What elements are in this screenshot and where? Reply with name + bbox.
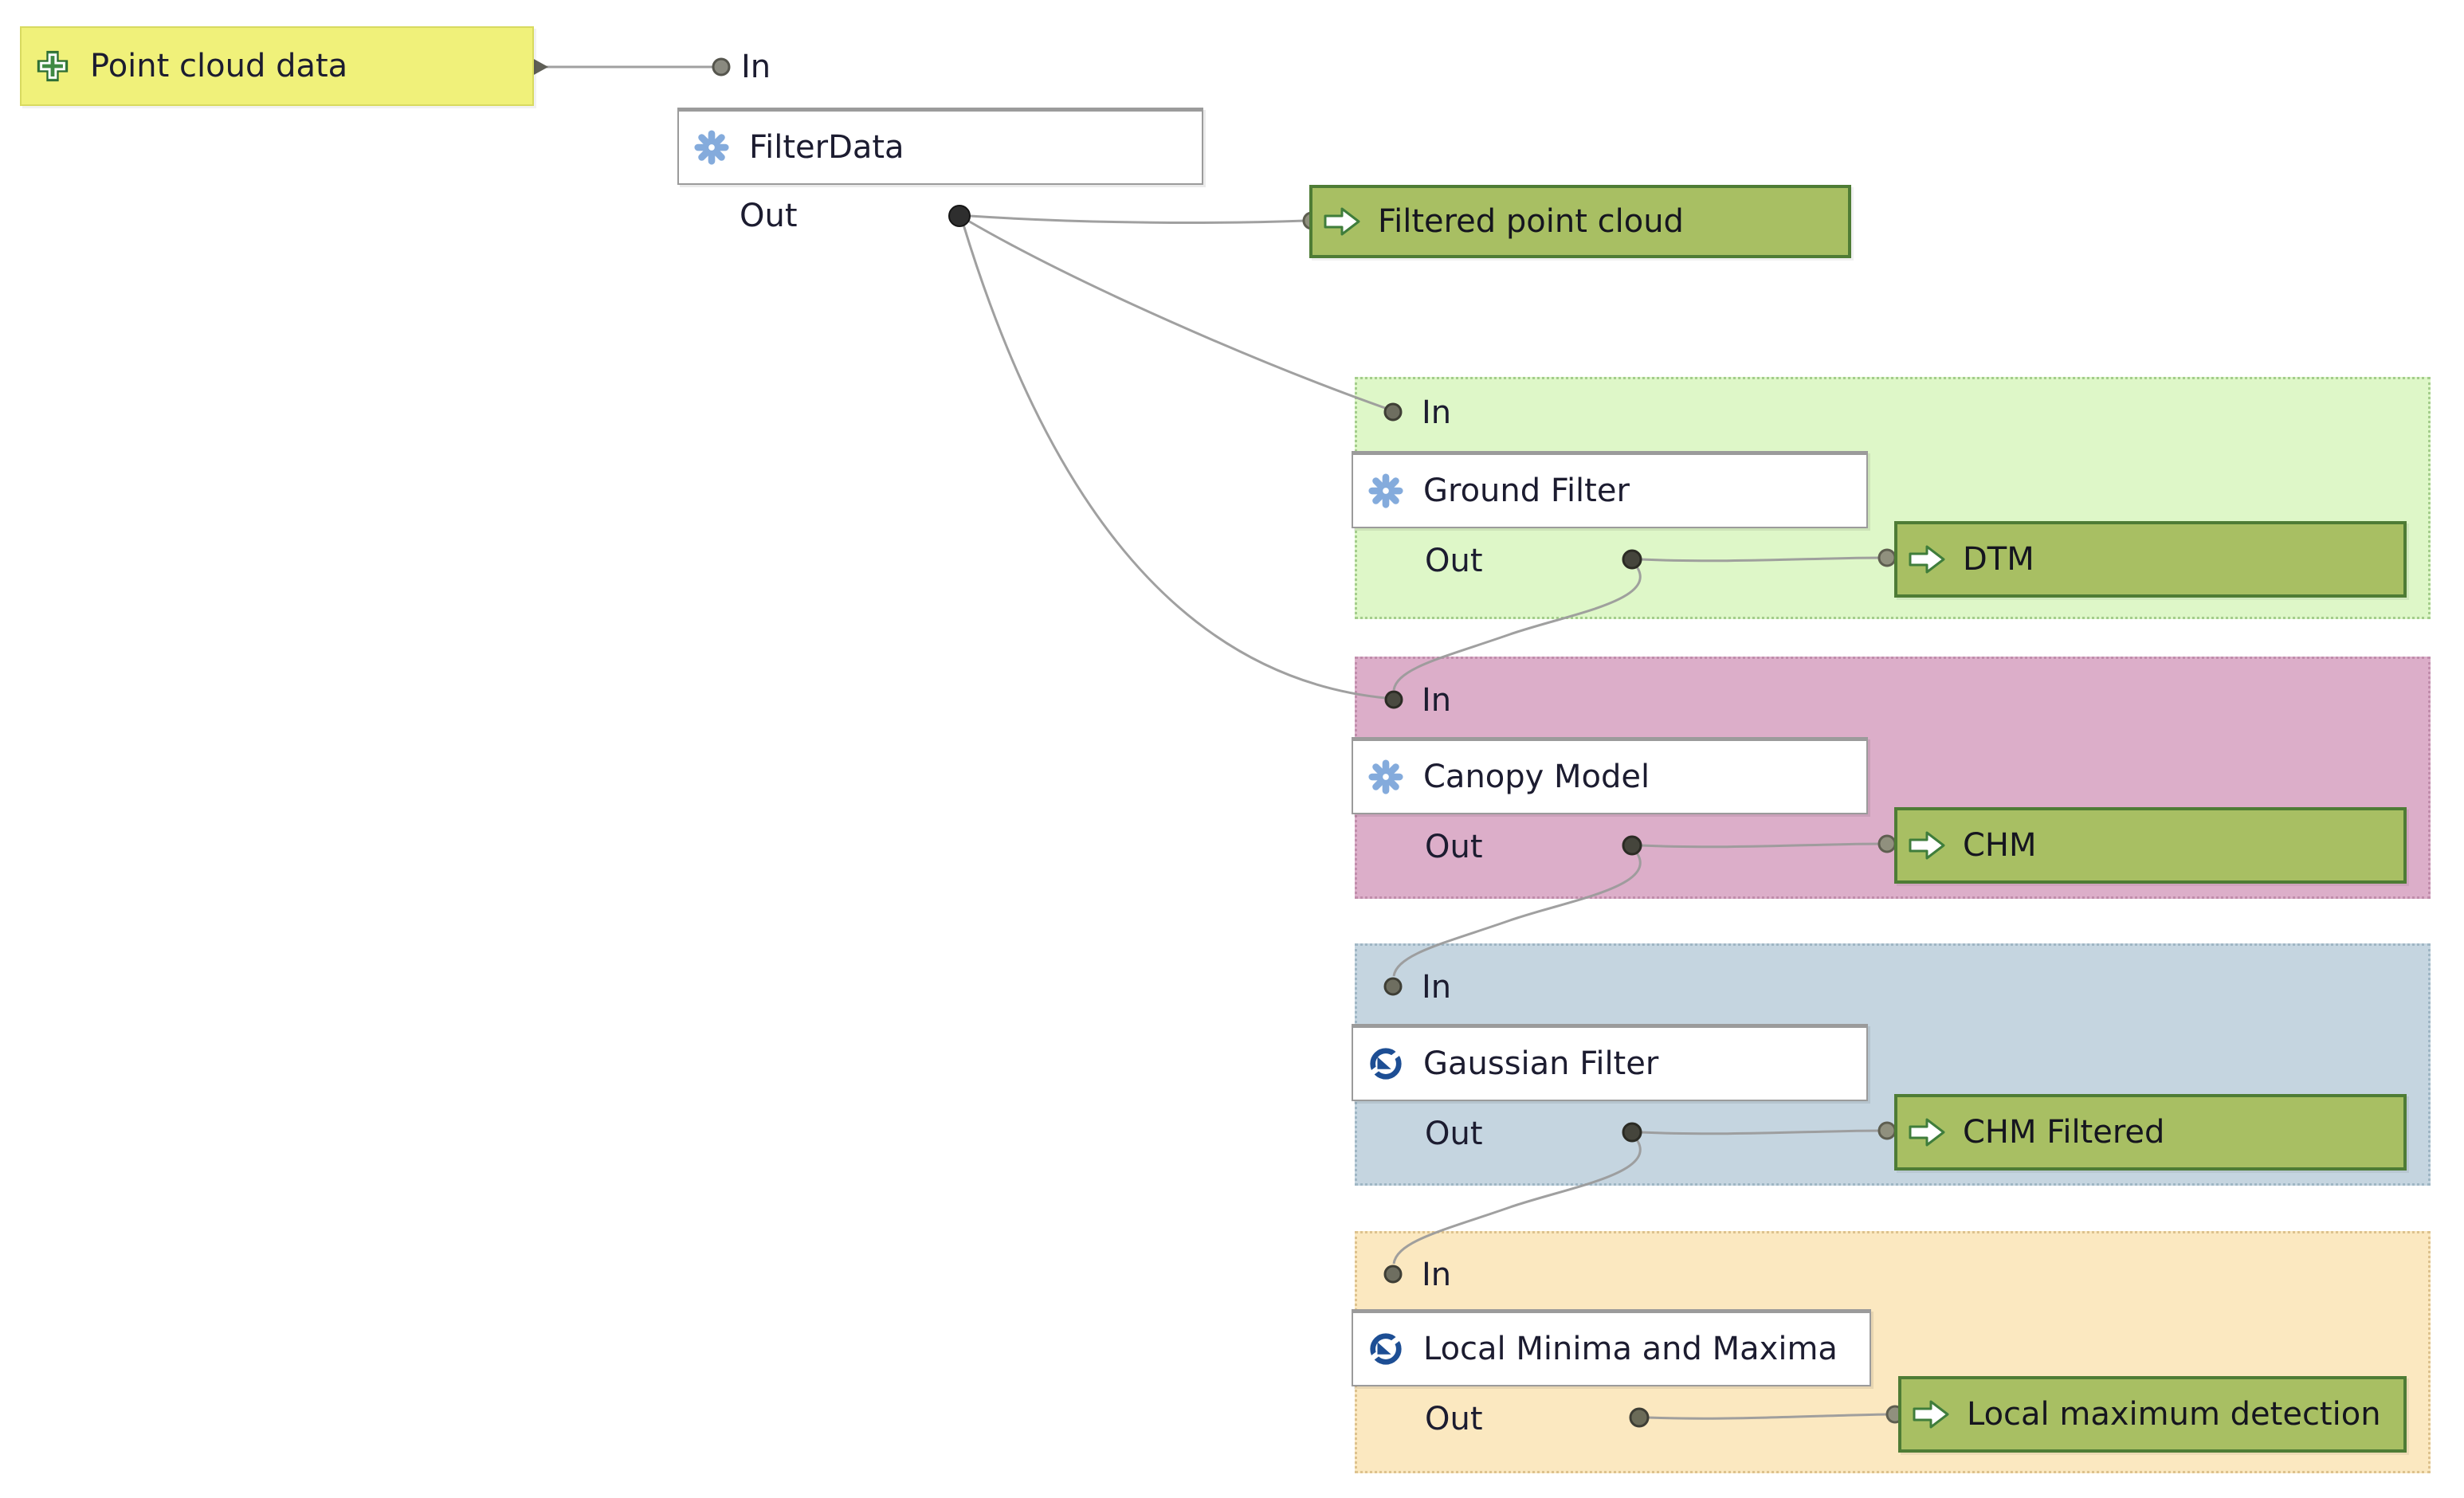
output-arrow-icon: [1913, 1400, 1949, 1429]
canopymodel-title: Canopy Model: [1423, 759, 1650, 795]
localminima-out-label: Out: [1425, 1401, 1483, 1437]
gaussianfilter-in-label: In: [1422, 969, 1452, 1006]
source-label: Point cloud data: [90, 48, 348, 84]
groundfilter-title: Ground Filter: [1423, 473, 1630, 509]
gaussianfilter-title: Gaussian Filter: [1423, 1045, 1659, 1082]
saga-module-icon: [1370, 1048, 1402, 1080]
filtered-point-cloud-output[interactable]: Filtered point cloud: [1309, 185, 1851, 258]
filterdata-in-port[interactable]: [712, 57, 731, 76]
chmfiltered-output[interactable]: CHM Filtered: [1894, 1094, 2407, 1171]
add-data-icon: [37, 50, 69, 82]
groundfilter-in-label: In: [1422, 394, 1452, 431]
output-arrow-icon: [1909, 831, 1945, 860]
chm-output[interactable]: CHM: [1894, 807, 2407, 884]
point-cloud-data-node[interactable]: Point cloud data: [20, 26, 534, 106]
filterdata-title: FilterData: [749, 129, 904, 166]
output-arrow-icon: [1909, 1118, 1945, 1147]
gaussianfilter-node[interactable]: Gaussian Filter: [1352, 1024, 1868, 1101]
dtm-output-label: DTM: [1963, 541, 2034, 578]
localmax-output[interactable]: Local maximum detection: [1898, 1376, 2407, 1453]
gaussianfilter-out-label: Out: [1425, 1116, 1483, 1152]
wire-start-arrowhead: [532, 58, 548, 76]
algorithm-gear-icon: [1368, 759, 1403, 794]
groundfilter-node[interactable]: Ground Filter: [1352, 451, 1868, 528]
output-arrow-icon: [1324, 207, 1360, 236]
chmfiltered-output-label: CHM Filtered: [1963, 1114, 2165, 1151]
filtered-output-label: Filtered point cloud: [1378, 203, 1684, 240]
wire-filterdata-to-canopymodel-in[interactable]: [962, 224, 1387, 700]
filterdata-out-label: Out: [740, 198, 798, 234]
filterdata-node[interactable]: FilterData: [677, 108, 1203, 185]
dtm-output[interactable]: DTM: [1894, 521, 2407, 598]
filterdata-out-port[interactable]: [948, 205, 971, 227]
canopymodel-out-label: Out: [1425, 829, 1483, 865]
groundfilter-out-label: Out: [1425, 543, 1483, 579]
filterdata-in-label: In: [741, 49, 771, 85]
algorithm-gear-icon: [1368, 473, 1403, 508]
canopymodel-in-label: In: [1422, 682, 1452, 719]
localminima-title: Local Minima and Maxima: [1423, 1331, 1838, 1367]
localmax-output-label: Local maximum detection: [1967, 1396, 2381, 1433]
algorithm-gear-icon: [694, 130, 729, 165]
localminima-in-label: In: [1422, 1257, 1452, 1293]
canopymodel-node[interactable]: Canopy Model: [1352, 737, 1868, 814]
saga-module-icon: [1370, 1333, 1402, 1365]
localminima-node[interactable]: Local Minima and Maxima: [1352, 1309, 1871, 1386]
output-arrow-icon: [1909, 545, 1945, 574]
wire-filterdata-to-filtered-output[interactable]: [969, 214, 1306, 224]
chm-output-label: CHM: [1963, 827, 2037, 864]
